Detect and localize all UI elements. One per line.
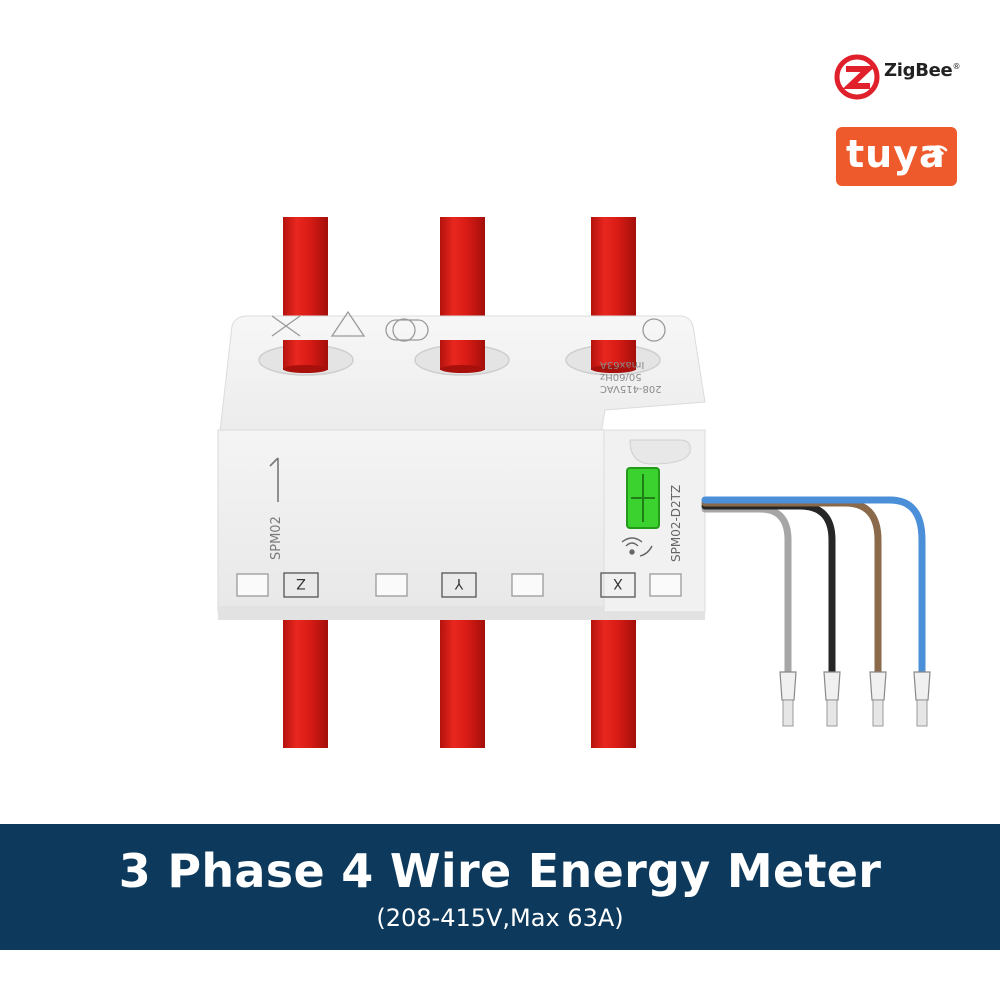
warning-triangle-icon: [330, 310, 366, 337]
rating-line-3: Imax63A: [600, 359, 644, 370]
lead-wire-grey: [701, 505, 792, 676]
tuya-logo: tuya: [836, 127, 957, 186]
rating-label: 208-415VAC 50/60Hz Imax63A: [600, 359, 662, 394]
cross-symbol-icon: [271, 315, 301, 337]
lead-wire-blue: [701, 496, 926, 676]
terminal-slot-3: [511, 573, 544, 597]
cables-lower: [283, 620, 636, 748]
ferrule-black: [823, 671, 841, 727]
cable-y-lower: [440, 620, 485, 748]
zigbee-name: ZigBee: [884, 60, 953, 81]
zigbee-icon: [834, 54, 880, 100]
terminal-slot-1: [236, 573, 269, 597]
ferrule-brown: [869, 671, 887, 727]
terminal-label-x: X: [613, 575, 623, 591]
tuya-logo-text: tuya: [846, 132, 946, 176]
certification-mark-icon: [392, 318, 416, 342]
cable-x-lower: [591, 620, 636, 748]
ferrule-grey: [779, 671, 797, 727]
banner-subtitle: (208-415V,Max 63A): [376, 904, 624, 932]
top-markings: [271, 310, 666, 342]
terminal-label-z: Z: [296, 575, 306, 591]
rating-line-2: 50/60Hz: [600, 371, 642, 382]
terminal-slot-4: [649, 573, 682, 597]
cable-z-lower: [283, 620, 328, 748]
title-banner: 3 Phase 4 Wire Energy Meter (208-415V,Ma…: [0, 824, 1000, 950]
terminal-label-box-x: [600, 572, 636, 598]
side-module-details: SPM02-D2TZ: [621, 439, 691, 562]
front-markings: SPM02: [269, 457, 284, 560]
wifi-icon: [928, 145, 948, 160]
cable-z-end: [283, 365, 328, 373]
rating-line-1: 208-415VAC: [600, 383, 662, 394]
energy-meter-illustration: 208-415VAC 50/60Hz Imax63A SPM02 Z Y: [217, 217, 931, 748]
terminal-label-box-y: [441, 572, 477, 598]
zigbee-logo-text: ZigBee®: [884, 60, 960, 81]
wireless-signal-icon: [621, 537, 653, 557]
lead-entry-notch: [629, 439, 691, 465]
zigbee-logo: ZigBee®: [834, 52, 964, 102]
lead-wire-black: [701, 502, 836, 676]
ferrule-blue: [913, 671, 931, 727]
brand-mark-icon: [642, 318, 666, 342]
terminal-label-box-z: [283, 572, 319, 598]
zigbee-registered-mark: ®: [952, 62, 961, 71]
side-model-label: SPM02-D2TZ: [669, 485, 683, 562]
cable-y-end: [440, 365, 485, 373]
model-label: SPM02: [269, 516, 284, 560]
cables-through-holes: [283, 340, 636, 373]
certification-frame-icon: [385, 319, 429, 341]
meter-top-face: [218, 315, 706, 441]
meter-bottom-edge: [218, 606, 705, 620]
terminal-label-y: Y: [454, 575, 464, 591]
phase-indicator-line: [269, 457, 279, 502]
terminal-row: Z Y X: [236, 572, 682, 598]
lead-wires: [701, 496, 926, 676]
ferrules: [779, 671, 931, 727]
banner-title: 3 Phase 4 Wire Energy Meter: [118, 844, 882, 898]
terminal-slot-2: [375, 573, 408, 597]
cable-x-end: [591, 365, 636, 373]
